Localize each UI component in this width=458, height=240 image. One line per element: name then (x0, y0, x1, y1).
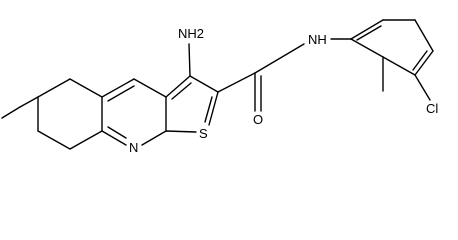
amide-nh-label: NH (308, 32, 327, 47)
chemical-structure-diagram: NH2 NH O N S Cl (1, 19, 438, 155)
pyridine-nitrogen-label: N (129, 140, 138, 155)
bond-ar-c5-c4 (414, 19, 434, 52)
bond-c2-camide (217, 72, 256, 93)
bond-c2-s-outer (208, 91, 219, 126)
amino-label: NH2 (178, 26, 204, 41)
bond-c4b-c3-outer (165, 75, 191, 98)
bond-ar-c3-c2 (382, 56, 416, 76)
amide-oxygen-label: O (253, 112, 263, 127)
bond-ar-c1-c2 (350, 38, 384, 58)
bond-ar-c4-c3-outer (414, 50, 434, 76)
bond-ar-c1-c6-inner (356, 25, 382, 41)
bond-ethyl-ch3 (1, 106, 21, 119)
bond-c4-c4b (133, 78, 167, 98)
structure-canvas: NH2 NH O N S Cl (1, 19, 439, 155)
bond-c3-c2 (189, 75, 219, 93)
bond-c8a-n-inner (107, 126, 127, 139)
bond-c2-s-inner (204, 96, 213, 123)
bond-c8-c8a (69, 130, 103, 150)
chloro-label: Cl (426, 101, 438, 116)
bond-c5-c4a (69, 78, 103, 98)
bond-ar-c4-c3-inner (412, 50, 428, 71)
bond-ar-c3-cl (414, 74, 431, 101)
bond-c8a-n-outer (101, 130, 127, 146)
bond-c4a-c4-outer (101, 78, 135, 98)
bond-c7-c8 (37, 130, 71, 150)
bond-ethyl-ch2 (19, 96, 39, 108)
bond-s-c9a (165, 130, 197, 133)
bond-c6-c5 (37, 78, 71, 98)
bond-n-c9a (141, 130, 167, 146)
bond-ar-c1-c6-outer (350, 19, 384, 40)
bond-c3-nh2 (188, 43, 191, 77)
bond-c4a-c4-inner (107, 85, 135, 102)
bond-c4b-c3-inner (171, 82, 192, 100)
bond-camide-nh (254, 43, 305, 74)
thiophene-sulfur-label: S (199, 126, 208, 141)
